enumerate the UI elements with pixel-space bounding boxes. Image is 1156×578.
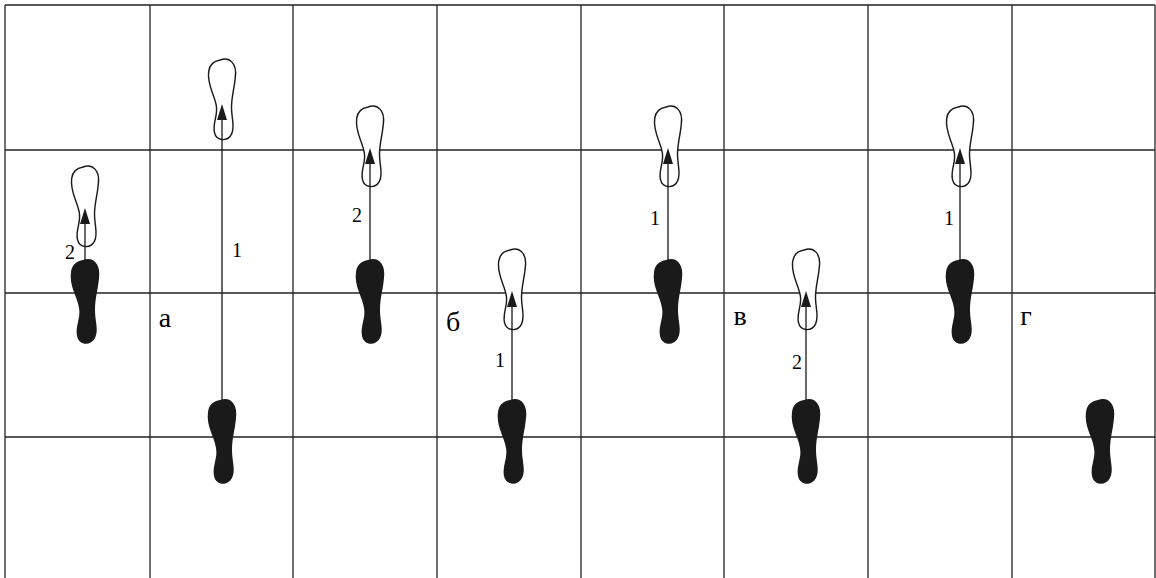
step-number: 1 — [650, 208, 660, 228]
arrowheads — [80, 104, 965, 307]
step-number: 1 — [944, 208, 954, 228]
panel-letter: а — [159, 304, 171, 332]
step-number: 2 — [352, 205, 362, 225]
grid — [5, 5, 1155, 578]
panel-letter: в — [733, 302, 746, 330]
step-number: 2 — [65, 242, 75, 262]
black-footprints — [71, 259, 1115, 484]
step-arrows — [85, 118, 960, 400]
outline-footprints — [71, 59, 973, 330]
panel-letter: б — [446, 308, 460, 336]
step-number: 2 — [792, 352, 802, 372]
step-number: 1 — [495, 350, 505, 370]
panel-letter: г — [1020, 302, 1031, 330]
step-number: 1 — [232, 240, 242, 260]
